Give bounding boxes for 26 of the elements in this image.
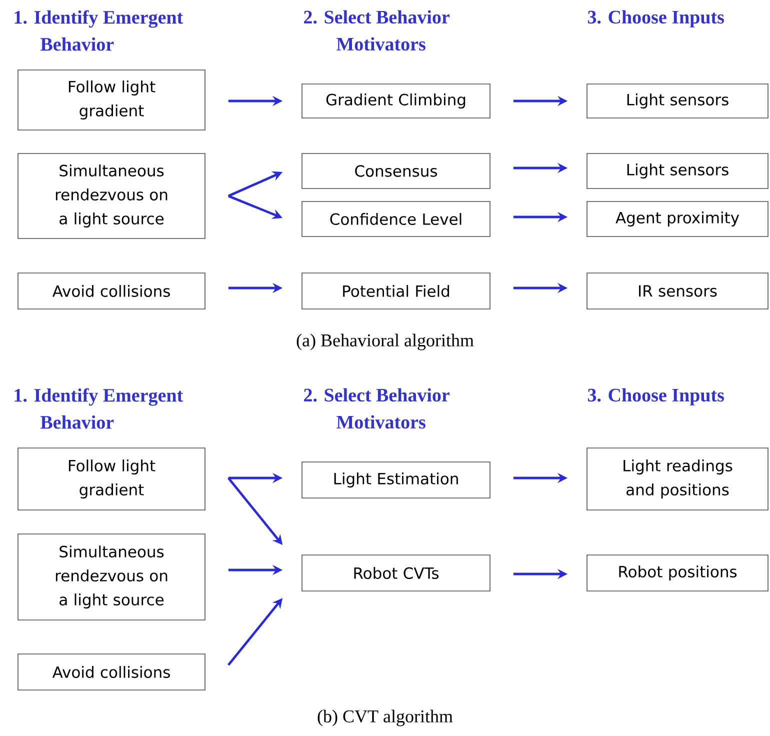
process-box: Consensus <box>302 153 490 189</box>
process-box: Light Estimation <box>302 462 490 498</box>
process-box: Follow light gradient <box>18 448 206 510</box>
column-heading: 3. Choose Inputs <box>588 10 724 28</box>
process-box: Avoid collisions <box>18 272 206 310</box>
column-heading: 1. Identify Emergent Behavior <box>14 10 184 51</box>
process-box: Light sensors <box>586 84 768 118</box>
process-box: Potential Field <box>302 272 490 310</box>
process-box: Agent proximity <box>586 201 768 237</box>
process-box: Confidence Level <box>302 201 490 237</box>
process-box: Avoid collisions <box>18 654 206 690</box>
process-box: Robot positions <box>586 554 768 592</box>
process-box: Robot CVTs <box>302 554 490 592</box>
process-box: Gradient Climbing <box>302 84 490 118</box>
process-box: Light readings and positions <box>586 448 768 510</box>
column-heading: 2. Select Behavior Motivators <box>304 10 450 51</box>
column-heading: 2. Select Behavior Motivators <box>304 388 450 429</box>
process-box: Simultaneous rendezvous on a light source <box>18 153 206 239</box>
column-heading: 1. Identify Emergent Behavior <box>14 388 184 429</box>
figure-caption: (b) CVT algorithm <box>318 710 453 726</box>
column-heading: 3. Choose Inputs <box>588 388 724 406</box>
process-box: Follow light gradient <box>18 70 206 130</box>
figure-caption: (a) Behavioral algorithm <box>296 334 474 350</box>
process-box: Simultaneous rendezvous on a light source <box>18 534 206 620</box>
process-box: Light sensors <box>586 153 768 189</box>
process-box: IR sensors <box>586 272 768 310</box>
